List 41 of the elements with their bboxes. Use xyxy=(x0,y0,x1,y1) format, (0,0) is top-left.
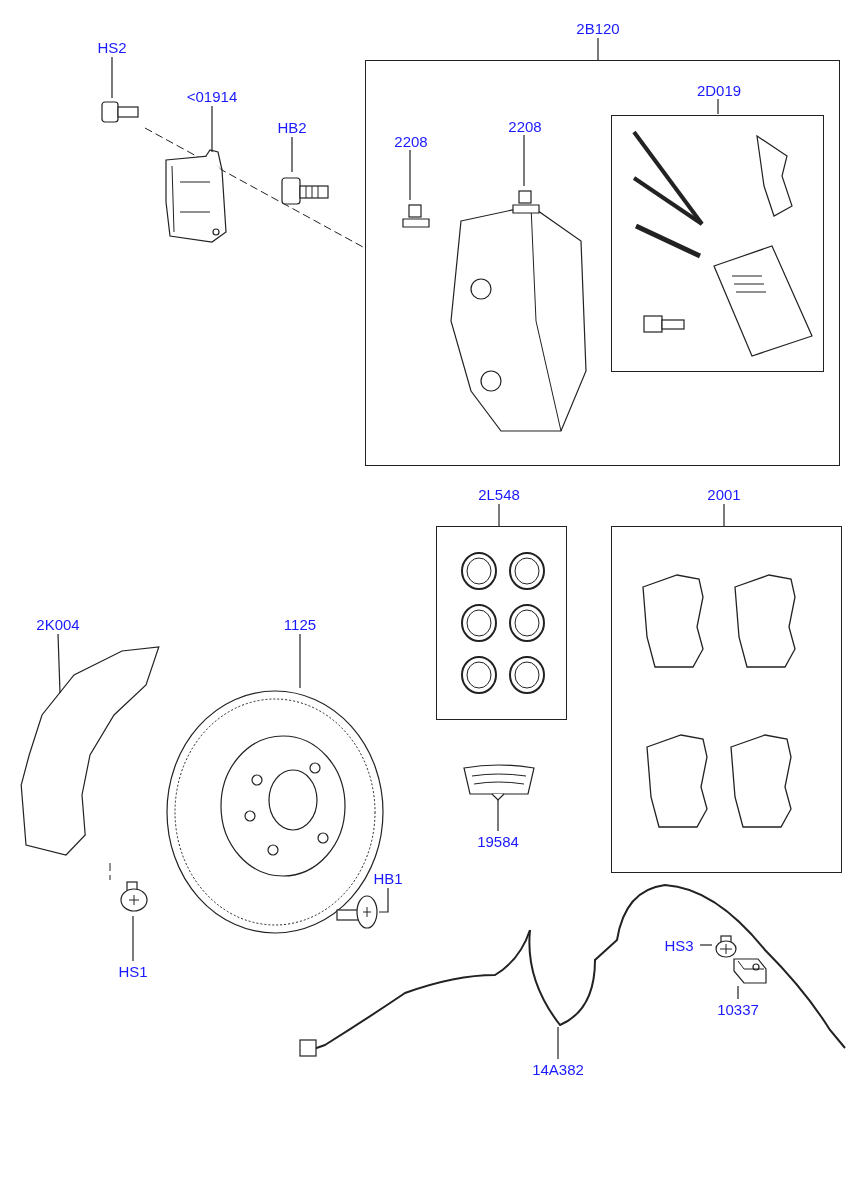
callout-number: HB1 xyxy=(373,870,403,886)
kit-frame xyxy=(611,115,824,372)
leader-line xyxy=(211,105,213,153)
kit-frame xyxy=(611,526,842,873)
leader-line xyxy=(497,799,499,832)
leader-line xyxy=(291,136,293,173)
leader-line xyxy=(699,944,713,946)
kit-frame xyxy=(365,60,840,466)
leader-line xyxy=(378,887,389,913)
leader-line xyxy=(723,503,725,527)
callout-number: 2208 xyxy=(508,118,542,134)
leader-line xyxy=(111,56,113,99)
clip-drawing xyxy=(712,933,740,959)
leader-line xyxy=(409,149,411,201)
callout-number: 2L548 xyxy=(478,486,520,502)
leader-line xyxy=(498,503,500,527)
kit-frame xyxy=(436,526,567,720)
callout-number: 2D019 xyxy=(696,82,742,98)
bolt-drawing xyxy=(335,892,379,932)
leader-line xyxy=(523,134,525,187)
callout-number: 2001 xyxy=(707,486,741,502)
callout-number: HS1 xyxy=(118,963,148,979)
leader-line xyxy=(737,985,739,1000)
callout-number: 19584 xyxy=(477,833,519,849)
callout-number: 2K004 xyxy=(36,616,80,632)
leader-line xyxy=(557,1026,559,1060)
callout-number: <01914 xyxy=(186,88,238,104)
bracket-drawing xyxy=(730,955,770,986)
leader-line xyxy=(597,37,599,61)
callout-number: 2208 xyxy=(394,133,428,149)
callout-number: 10337 xyxy=(717,1001,759,1017)
leader-line xyxy=(57,633,61,694)
callout-number: 2B120 xyxy=(576,20,620,36)
leader-line xyxy=(299,633,301,689)
leader-line xyxy=(717,98,719,115)
callout-number: HS3 xyxy=(664,937,694,953)
callout-number: HB2 xyxy=(277,119,307,135)
callout-number: HS2 xyxy=(97,39,127,55)
leader-line xyxy=(132,915,134,962)
callout-number: 14A382 xyxy=(532,1061,584,1077)
callout-number: 1125 xyxy=(283,616,317,632)
